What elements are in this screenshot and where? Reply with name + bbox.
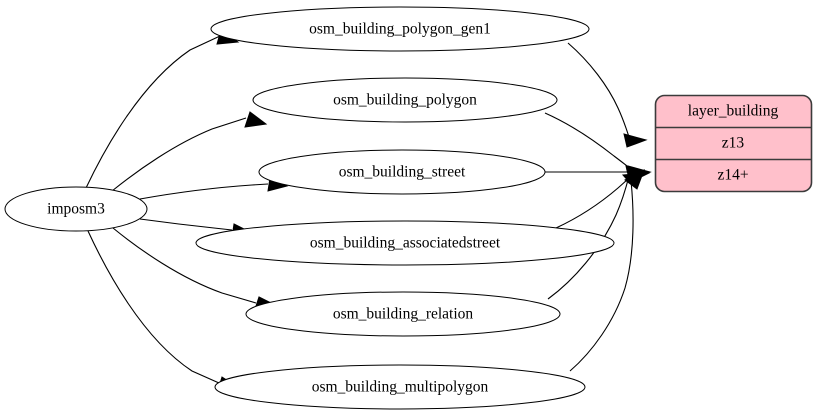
node-osm_building_polygon-label: osm_building_polygon [333,92,477,109]
record-row-z13: z13 [722,135,745,152]
node-osm_building_street-shape[interactable] [258,149,546,195]
node-osm_building_relation[interactable]: osm_building_relation [245,291,561,337]
edge-imposm3-to-osm_building_polygon [111,111,268,192]
record-row-z14plus: z14+ [717,167,748,184]
node-imposm3[interactable]: imposm3 [4,186,148,232]
node-osm_building_street[interactable]: osm_building_street [258,149,546,195]
node-osm_building_relation-label: osm_building_relation [333,306,474,323]
edge-imposm3-to-osm_building_street [139,177,289,200]
edge-imposm3-to-osm_building_polygon_gen1 [85,29,240,189]
node-osm_building_polygon_gen1-label: osm_building_polygon_gen1 [309,21,491,38]
edge-osm_building_multipolygon-to-layer_building-z14plus [569,168,645,372]
node-layer_building-body[interactable] [654,94,813,193]
edge-imposm3-to-osm_building_multipolygon [87,230,241,391]
node-osm_building_relation-shape[interactable] [245,291,561,337]
node-osm_building_street-label: osm_building_street [339,164,466,181]
node-osm_building_polygon[interactable]: osm_building_polygon [252,77,558,123]
node-imposm3-label: imposm3 [47,201,105,218]
node-osm_building_multipolygon-label: osm_building_multipolygon [312,379,489,396]
node-imposm3-shape[interactable] [4,186,148,232]
edge-group-tables-to-layer [544,42,652,372]
node-osm_building_polygon_gen1-shape[interactable] [210,6,590,52]
node-osm_building_polygon-shape[interactable] [252,77,558,123]
edge-osm_building_polygon_gen1-to-layer_building-z13 [567,42,648,148]
node-osm_building_multipolygon[interactable]: osm_building_multipolygon [214,364,586,410]
node-osm_building_associatedstreet[interactable]: osm_building_associatedstreet [195,220,615,266]
node-osm_building_polygon_gen1[interactable]: osm_building_polygon_gen1 [210,6,590,52]
node-osm_building_multipolygon-shape[interactable] [214,364,586,410]
record-row-layer_building-title: layer_building [688,103,779,120]
node-layer_building[interactable]: layer_building z13 z14+ [654,94,813,193]
node-osm_building_associatedstreet-label: osm_building_associatedstreet [310,235,501,252]
node-osm_building_associatedstreet-shape[interactable] [195,220,615,266]
